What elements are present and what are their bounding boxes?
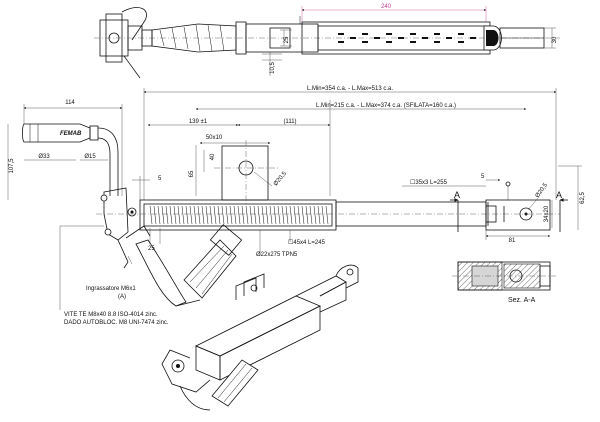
dim-33-label: Ø33 — [38, 154, 50, 160]
dim-62-5-label: 62,5 — [580, 192, 586, 204]
dim-81-label: 81 — [509, 238, 516, 244]
dim-111-label: (111) — [283, 119, 296, 125]
dim-l-tube-label: L.Min=215 c.a. - L.Max=374 c.a. (SFILATA… — [316, 103, 456, 109]
dim-40-label: 40 — [210, 153, 216, 160]
dim-50x10-label: 50x10 — [206, 135, 223, 141]
lubricator-label: Ingrassatore M6x1 — [86, 286, 136, 292]
top-clevis — [94, 7, 560, 79]
side-view: L.Min=354 c.a. - L.Max=513 c.a. L.Min=21… — [7, 86, 586, 326]
spring-coils — [149, 205, 329, 225]
dim-10-5-label: 10,5 — [270, 62, 276, 74]
dim-20-5-right-label: Ø20,5 — [535, 182, 550, 199]
dim-34x20-label: 34x20 — [544, 205, 550, 222]
section-a-a: Sez. A-A — [452, 261, 556, 304]
side-right-annotations: ☐35x3 L=255 5 Ø20,5 A A 62,5 34x20 81 — [402, 165, 586, 244]
dim-profile-35-label: ☐35x3 L=255 — [410, 179, 448, 186]
side-length-dims: L.Min=354 c.a. - L.Max=513 c.a. L.Min=21… — [143, 86, 557, 200]
handle-logo: FEMAB — [60, 131, 82, 137]
dim-20-5-label: Ø20,5 — [273, 170, 289, 187]
top-holes — [338, 33, 476, 43]
dim-114-label: 114 — [65, 100, 75, 106]
dim-l-total-label: L.Min=354 c.a. - L.Max=513 c.a. — [307, 86, 393, 92]
dim-5-left-label: 5 — [158, 176, 162, 182]
spring-label: Ø22x275 TPN5 — [256, 252, 298, 258]
dim-139-label: 139 ±1 — [189, 119, 208, 125]
dim-65-label: 65 — [189, 170, 195, 177]
side-spring — [149, 205, 329, 225]
screw-label-1: VITE TE M8x40 8.8 ISO-4014 zinc. — [64, 312, 158, 318]
dim-107-5-label: 107,5 — [9, 158, 15, 174]
side-lower-annotations: 25 ☐45x4 L=245 Ø22x275 TPN5 Ingrassatore… — [59, 225, 326, 326]
dim-25-label: 25 — [284, 36, 290, 43]
dim-30-label: 30 — [552, 36, 558, 43]
lubricator-ref: (A) — [118, 294, 126, 300]
top-dimensions: 240 25 30 10,5 — [262, 4, 558, 76]
section-mark-left: A — [454, 190, 460, 200]
top-tubes — [245, 16, 545, 55]
iso-view — [161, 264, 359, 411]
side-top-plate: Ø20,5 5 — [132, 140, 288, 204]
section-mark-right: A — [556, 190, 562, 200]
dim-240-label: 240 — [381, 4, 392, 10]
top-view: 240 25 30 10,5 — [94, 4, 560, 79]
dim-15-label: Ø15 — [84, 154, 96, 160]
section-title: Sez. A-A — [508, 297, 536, 304]
side-handle: 114 FEMAB 107,5 Ø33 Ø15 — [7, 100, 123, 200]
dim-5-right-label: 5 — [481, 174, 485, 180]
dim-25-label: 25 — [148, 246, 155, 252]
side-main-tubes — [96, 199, 560, 231]
screw-label-2: DADO AUTOBLOC. M8 UNI-7474 zinc. — [64, 320, 169, 326]
dim-profile-45-label: ☐45x4 L=245 — [288, 239, 326, 246]
side-lever — [135, 224, 243, 307]
